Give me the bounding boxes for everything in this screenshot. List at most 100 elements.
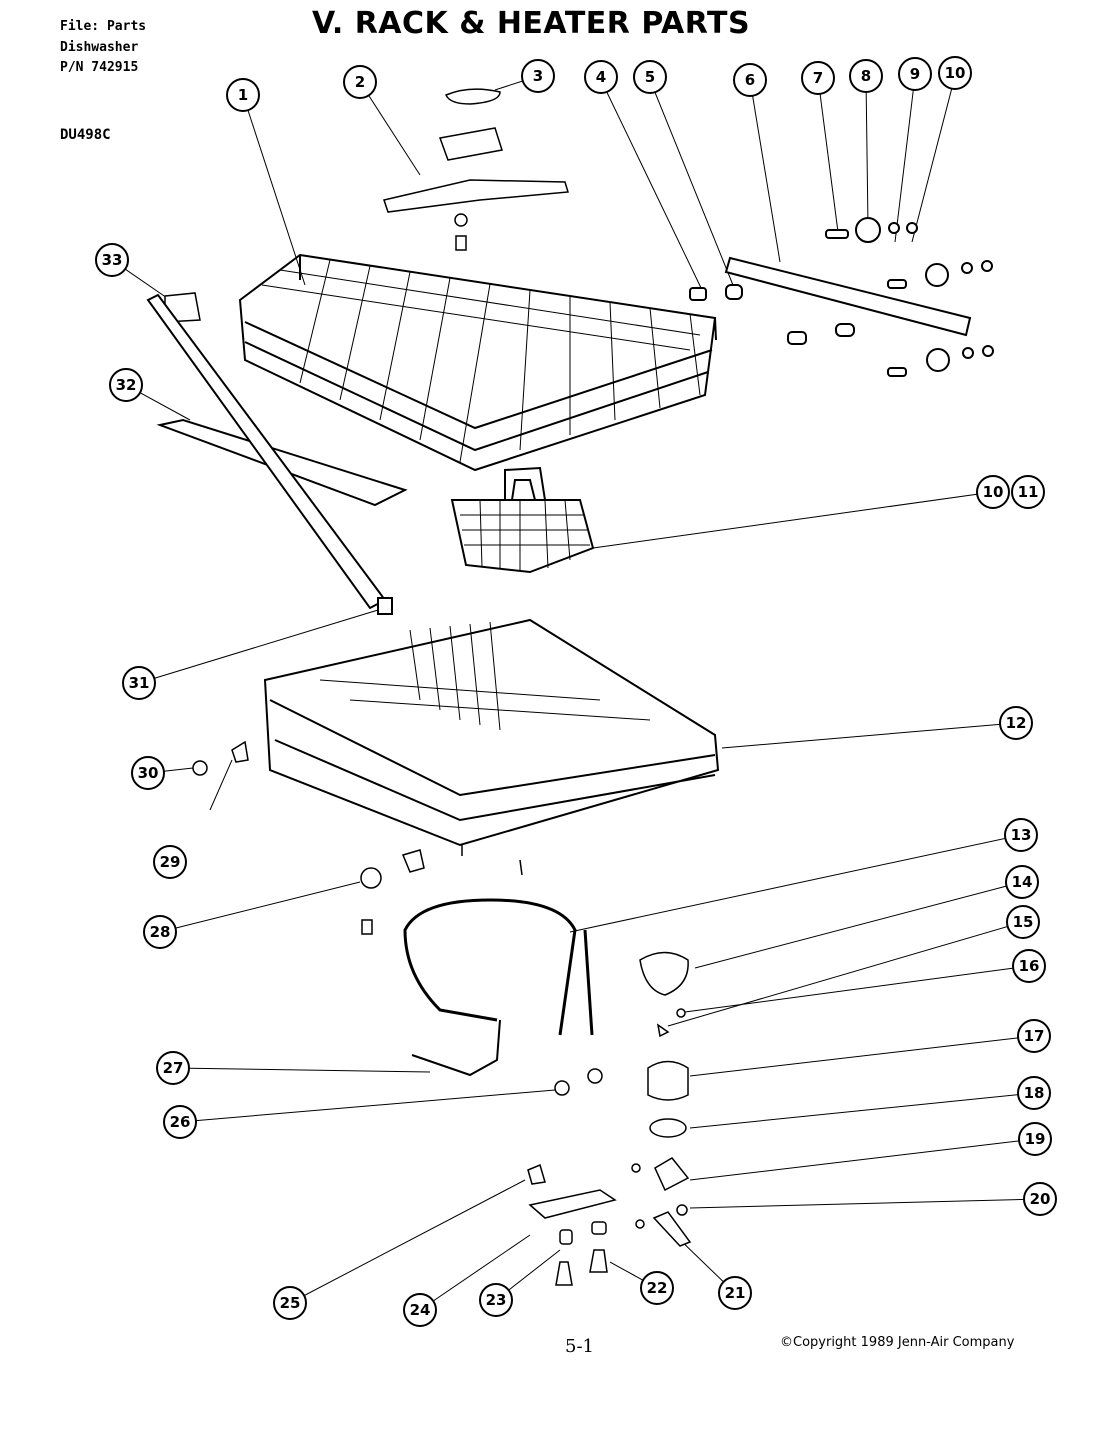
callout-circle [1017, 1019, 1051, 1053]
rack-rails [146, 293, 408, 615]
callout-label: 26 [170, 1113, 191, 1131]
callout-circle [1018, 1122, 1052, 1156]
callout-25: 25 [273, 1286, 307, 1320]
callout-27: 27 [156, 1051, 190, 1085]
callout-label: 24 [410, 1301, 431, 1319]
header-file-line: File: Parts [60, 19, 147, 34]
callout-circle [479, 1283, 513, 1317]
silverware-basket [450, 466, 595, 574]
callout-circle [163, 1105, 197, 1139]
callout-circle [122, 666, 156, 700]
callout-9: 9 [898, 57, 932, 91]
callout-label: 10 [945, 64, 966, 82]
callout-30: 30 [131, 756, 165, 790]
callout-label: 1 [238, 86, 248, 104]
callout-circle [1012, 949, 1046, 983]
callout-circle [633, 60, 667, 94]
callout-label: 25 [280, 1294, 301, 1312]
callout-label: 15 [1013, 913, 1034, 931]
callout-10: 10 [976, 475, 1010, 509]
callout-circle [109, 368, 143, 402]
callout-circle [131, 756, 165, 790]
model-number: DU498C [60, 127, 111, 143]
callout-label: 9 [910, 65, 920, 83]
callout-16: 16 [1012, 949, 1046, 983]
callout-23: 23 [479, 1283, 513, 1317]
callout-15: 15 [1006, 905, 1040, 939]
callout-4: 4 [584, 60, 618, 94]
callout-circle [153, 845, 187, 879]
callout-label: 10 [983, 483, 1004, 501]
callout-circle [898, 57, 932, 91]
callout-label: 17 [1024, 1027, 1045, 1045]
callout-circle [156, 1051, 190, 1085]
callout-8: 8 [849, 59, 883, 93]
header-pn-line: P/N 742915 [60, 60, 139, 75]
callout-circle [1017, 1076, 1051, 1110]
callout-24: 24 [403, 1293, 437, 1327]
callout-circle [1005, 865, 1039, 899]
callout-circle [976, 475, 1010, 509]
callout-3: 3 [521, 59, 555, 93]
callout-label: 32 [116, 376, 137, 394]
callout-11: 11 [1011, 475, 1045, 509]
callout-19: 19 [1018, 1122, 1052, 1156]
callout-label: 28 [150, 923, 171, 941]
callout-13: 13 [1004, 818, 1038, 852]
callout-5: 5 [633, 60, 667, 94]
callout-circle [1004, 818, 1038, 852]
callout-circle [143, 915, 177, 949]
callout-circle [226, 78, 260, 112]
copyright-notice: ©Copyright 1989 Jenn-Air Company [780, 1335, 1015, 1350]
spray-arm-parts [383, 88, 569, 251]
callout-label: 12 [1006, 714, 1027, 732]
callout-29: 29 [153, 845, 187, 879]
callout-18: 18 [1017, 1076, 1051, 1110]
callout-label: 21 [725, 1284, 746, 1302]
callout-circle [343, 65, 377, 99]
callout-circle [999, 706, 1033, 740]
callout-circle [733, 63, 767, 97]
callout-label: 13 [1011, 826, 1032, 844]
callout-label: 3 [533, 67, 543, 85]
callout-6: 6 [733, 63, 767, 97]
callout-10: 10 [938, 56, 972, 90]
callout-circle [521, 59, 555, 93]
heater-hardware [527, 951, 692, 1286]
callout-17: 17 [1017, 1019, 1051, 1053]
callout-32: 32 [109, 368, 143, 402]
callout-1: 1 [226, 78, 260, 112]
page-number: 5-1 [565, 1336, 594, 1357]
callout-21: 21 [718, 1276, 752, 1310]
callout-circle [640, 1271, 674, 1305]
callout-label: 33 [102, 251, 123, 269]
small-lower-parts [192, 740, 425, 935]
callout-circle [1006, 905, 1040, 939]
callout-label: 6 [745, 71, 755, 89]
callout-label: 23 [486, 1291, 507, 1309]
callout-circle [95, 243, 129, 277]
callout-label: 22 [647, 1279, 668, 1297]
callout-2: 2 [343, 65, 377, 99]
callout-28: 28 [143, 915, 177, 949]
lower-rack [263, 618, 720, 876]
callout-circle [273, 1286, 307, 1320]
callout-label: 31 [129, 674, 150, 692]
callout-label: 30 [138, 764, 159, 782]
callout-33: 33 [95, 243, 129, 277]
callout-circle [1011, 475, 1045, 509]
callout-label: 18 [1024, 1084, 1045, 1102]
callout-12: 12 [999, 706, 1033, 740]
page-title: V. RACK & HEATER PARTS [312, 6, 751, 41]
callout-circle [801, 61, 835, 95]
track-parts [689, 217, 994, 377]
callout-label: 29 [160, 853, 181, 871]
callout-circle [718, 1276, 752, 1310]
callout-label: 19 [1025, 1130, 1046, 1148]
upper-rack [238, 253, 717, 472]
callout-26: 26 [163, 1105, 197, 1139]
callout-31: 31 [122, 666, 156, 700]
callout-label: 8 [861, 67, 871, 85]
